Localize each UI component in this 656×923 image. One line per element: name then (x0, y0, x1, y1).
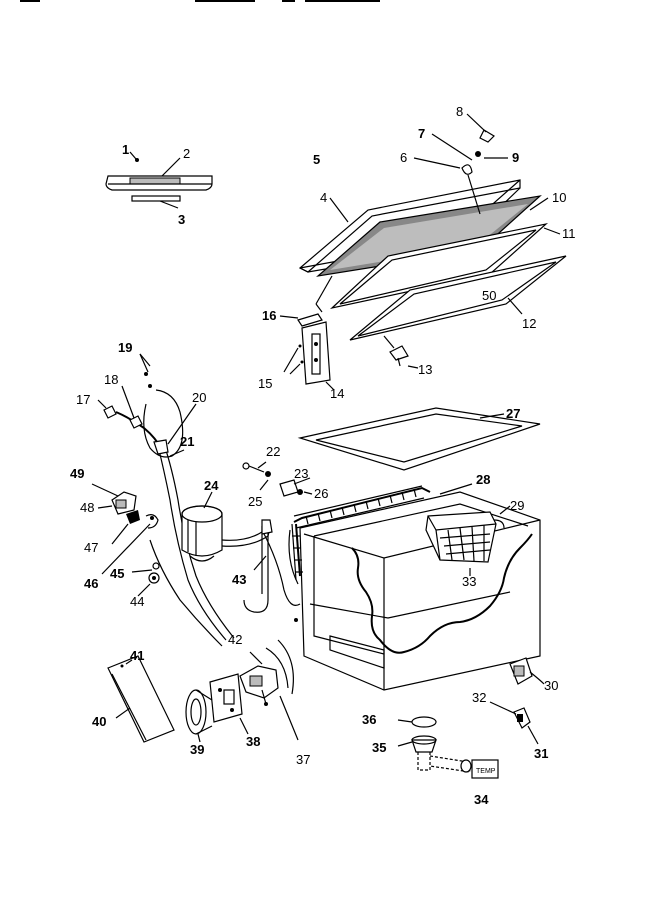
top-trim-frame (297, 407, 541, 471)
access-panel (107, 655, 175, 743)
label-part-32: 32 (472, 690, 486, 705)
label-part-31: 31 (534, 746, 548, 761)
label-part-2: 2 (183, 146, 190, 161)
label-part-26: 26 (314, 486, 328, 501)
label-part-19: 19 (118, 340, 132, 355)
drain-cap-badge: TEMP (476, 768, 496, 775)
lid-lock-parts (413, 113, 508, 215)
label-part-38: 38 (246, 734, 260, 749)
tubing-43 (221, 519, 301, 622)
label-part-44: 44 (130, 594, 144, 609)
handle-part (383, 335, 419, 369)
grommet-parts (131, 562, 160, 597)
label-part-39: 39 (190, 742, 204, 757)
label-part-5: 5 (313, 152, 320, 167)
relay-parts (91, 483, 159, 575)
label-part-27: 27 (506, 406, 520, 421)
label-part-33: 33 (462, 574, 476, 589)
label-part-28: 28 (476, 472, 490, 487)
label-part-25: 25 (248, 494, 262, 509)
label-part-10: 10 (552, 190, 566, 205)
label-part-47: 47 (84, 540, 98, 555)
label-part-45: 45 (110, 566, 124, 581)
label-part-14: 14 (330, 386, 344, 401)
label-part-8: 8 (456, 104, 463, 119)
label-part-37: 37 (296, 752, 310, 767)
label-part-22: 22 (266, 444, 280, 459)
fan-bracket (185, 673, 249, 743)
lid-assembly (298, 179, 567, 341)
part-number-labels: 1 2 3 4 5 6 7 8 9 10 11 12 13 14 15 16 1… (70, 104, 576, 807)
drain-valve-parts (489, 657, 545, 745)
label-part-21: 21 (180, 434, 194, 449)
label-part-13: 13 (418, 362, 432, 377)
label-part-30: 30 (544, 678, 558, 693)
label-part-34: 34 (474, 792, 489, 807)
label-part-16: 16 (262, 308, 276, 323)
light-housing-assembly (105, 151, 213, 209)
label-part-20: 20 (192, 390, 206, 405)
hinge-assembly (279, 275, 335, 391)
label-part-49: 49 (70, 466, 84, 481)
label-part-9: 9 (512, 150, 519, 165)
label-part-40: 40 (92, 714, 106, 729)
label-part-43: 43 (232, 572, 246, 587)
label-part-15: 15 (258, 376, 272, 391)
cabinet-assembly (288, 483, 541, 691)
label-part-29: 29 (510, 498, 524, 513)
label-part-41: 41 (130, 648, 144, 663)
label-part-48: 48 (80, 500, 94, 515)
label-part-1: 1 (122, 142, 129, 157)
label-part-18: 18 (104, 372, 118, 387)
fastener-parts (242, 461, 313, 497)
label-part-7: 7 (418, 126, 425, 141)
label-part-50: 50 (482, 288, 496, 303)
label-part-3: 3 (178, 212, 185, 227)
label-part-46: 46 (84, 576, 98, 591)
label-part-6: 6 (400, 150, 407, 165)
label-part-24: 24 (204, 478, 219, 493)
coil-hatches (292, 488, 417, 573)
label-part-12: 12 (522, 316, 536, 331)
drain-assembly: TEMP (397, 716, 499, 779)
label-part-17: 17 (76, 392, 90, 407)
label-part-36: 36 (362, 712, 376, 727)
label-part-35: 35 (372, 740, 386, 755)
label-part-23: 23 (294, 466, 308, 481)
label-part-4: 4 (320, 190, 327, 205)
capacitor-assembly (239, 639, 299, 741)
compressor (181, 491, 223, 562)
storage-basket (425, 511, 505, 563)
condenser-coil-top (288, 485, 431, 585)
label-part-42: 42 (228, 632, 242, 647)
label-part-11: 11 (562, 226, 576, 241)
